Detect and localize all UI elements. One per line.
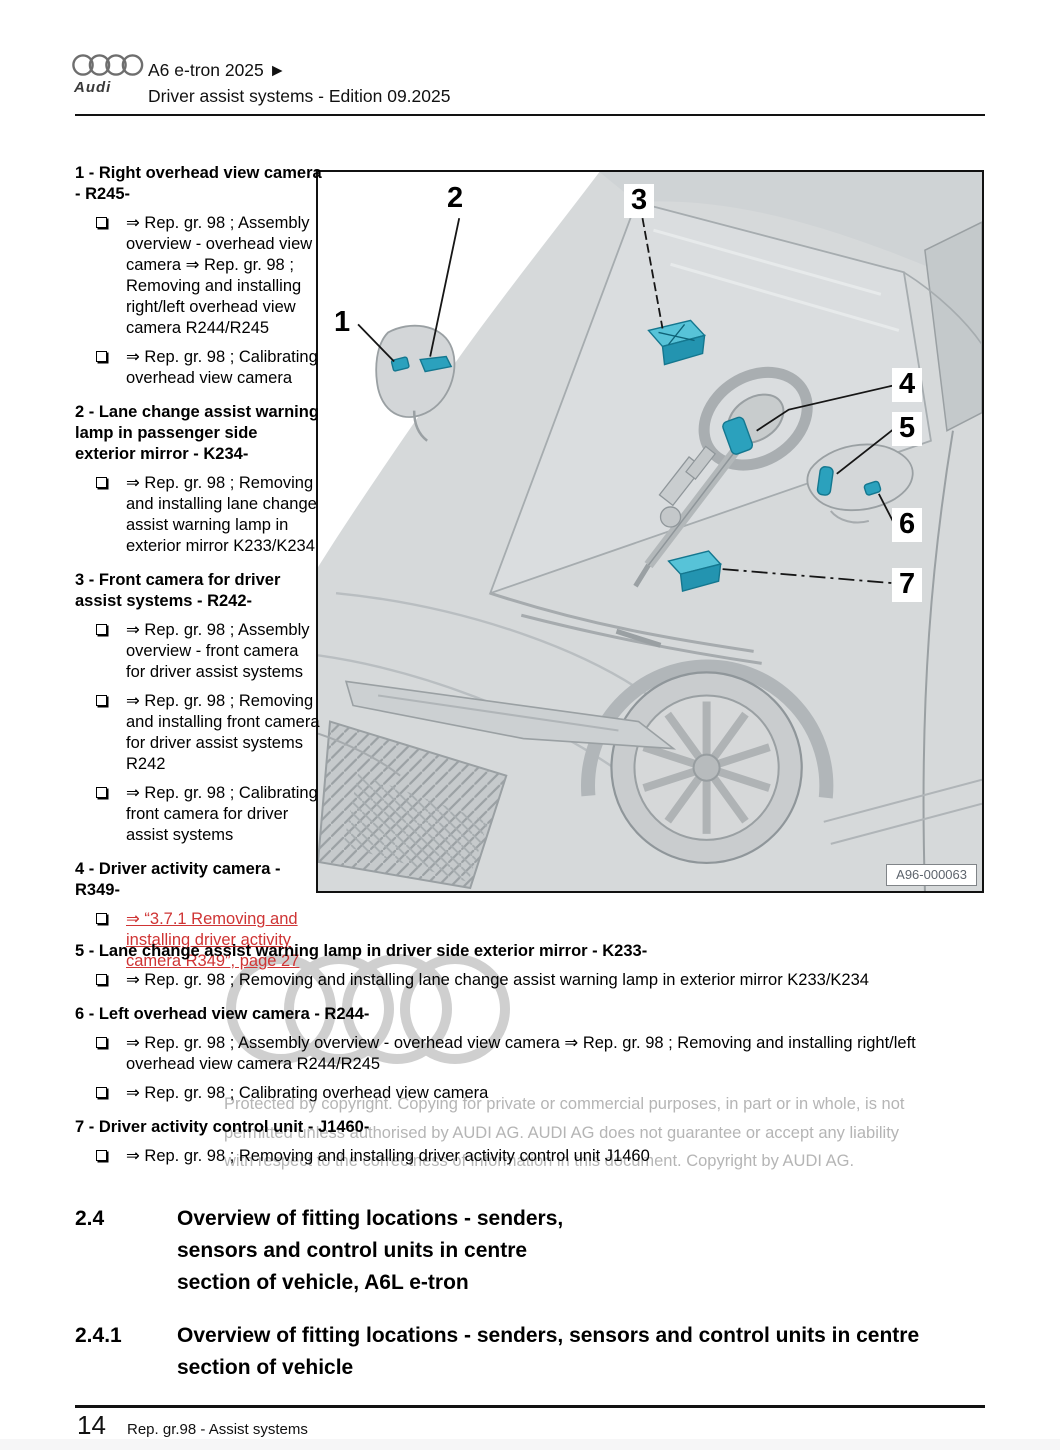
checkbox-icon: [96, 477, 107, 488]
bullet-text: ⇒ Rep. gr. 98 ; Assembly overview - fron…: [126, 621, 310, 681]
legend-item-6: 6 - Left overhead view camera - R244- ⇒ …: [75, 1004, 987, 1104]
item-5-heading: 5 - Lane change assist warning lamp in d…: [75, 942, 648, 960]
checkbox-icon: [96, 1150, 107, 1161]
audi-rings-icon: [72, 54, 144, 76]
checkbox-icon: [96, 974, 107, 985]
footer-page-number: 14: [77, 1410, 106, 1440]
copyright-watermark: Protected by copyright. Copying for priv…: [224, 1090, 954, 1176]
cross-reference-link[interactable]: ⇒ “3.7.1 Removing and installing driver …: [126, 910, 300, 970]
item-7-heading: 7 - Driver activity control unit - J1460…: [75, 1118, 370, 1136]
section-number-2-4: 2.4: [75, 1207, 105, 1230]
item-1-heading: 1 - Right overhead view camera - R245-: [75, 164, 322, 203]
bullet-text: ⇒ Rep. gr. 98 ; Assembly overview - over…: [126, 1034, 916, 1073]
audi-logo: Audi: [72, 52, 144, 96]
item-2-heading: 2 - Lane change assist warning lamp in p…: [75, 403, 319, 463]
item-3-heading: 3 - Front camera for driver assist syste…: [75, 571, 281, 610]
legend-item-1: 1 - Right overhead view camera - R245- ⇒…: [75, 163, 322, 389]
checkbox-icon: [96, 1087, 107, 1098]
bullet-text: ⇒ Rep. gr. 98 ; Removing and installing …: [126, 971, 869, 989]
header-title-line1: A6 e-tron 2025 ►: [148, 60, 286, 80]
bullet-text: ⇒ Rep. gr. 98 ; Calibrating front camera…: [126, 784, 318, 844]
bullet-text: ⇒ Rep. gr. 98 ; Calibrating overhead vie…: [126, 1084, 489, 1102]
figure-callout-5: 5: [892, 412, 923, 446]
checkbox-icon: [96, 624, 107, 635]
header-title-line2: Driver assist systems - Edition 09.2025: [148, 86, 451, 106]
list-item: ⇒ Rep. gr. 98 ; Removing and installing …: [96, 970, 987, 991]
watermark-audi-rings-icon: [226, 954, 510, 1064]
legend-item-4: 4 - Driver activity camera - R349- ⇒ “3.…: [75, 859, 322, 972]
checkbox-icon: [96, 787, 107, 798]
legend-wide-column: 5 - Lane change assist warning lamp in d…: [75, 941, 987, 1175]
figure-callout-2: 2: [447, 182, 464, 214]
list-item: ⇒ Rep. gr. 98 ; Calibrating overhead vie…: [96, 347, 322, 389]
legend-item-5: 5 - Lane change assist warning lamp in d…: [75, 941, 987, 991]
watermark-line: permitted unless authorised by AUDI AG. …: [224, 1123, 900, 1142]
watermark-line: Protected by copyright. Copying for priv…: [224, 1095, 905, 1113]
audi-wordmark: Audi: [74, 79, 112, 96]
figure-callout-4: 4: [892, 368, 923, 402]
header-title: A6 e-tron 2025 ► Driver assist systems -…: [148, 57, 450, 109]
bullet-text: ⇒ Rep. gr. 98 ; Removing and installing …: [126, 474, 317, 555]
page-edge: [0, 1439, 1060, 1450]
figure-callout-1: 1: [334, 306, 351, 338]
legend-item-7: 7 - Driver activity control unit - J1460…: [75, 1117, 987, 1167]
section-title-2-4-1: Overview of fitting locations - senders,…: [177, 1324, 920, 1379]
list-item: ⇒ Rep. gr. 98 ; Calibrating front camera…: [96, 783, 322, 846]
list-item: ⇒ Rep. gr. 98 ; Assembly overview - fron…: [96, 620, 322, 683]
section-number-2-4-1: 2.4.1: [75, 1324, 122, 1347]
bullet-text: ⇒ Rep. gr. 98 ; Assembly overview - over…: [126, 214, 313, 337]
legend-item-2: 2 - Lane change assist warning lamp in p…: [75, 402, 322, 557]
bullet-text: ⇒ Rep. gr. 98 ; Calibrating overhead vie…: [126, 348, 318, 387]
checkbox-icon: [96, 1037, 107, 1048]
list-item: ⇒ “3.7.1 Removing and installing driver …: [96, 909, 322, 972]
list-item: ⇒ Rep. gr. 98 ; Removing and installing …: [96, 473, 322, 557]
checkbox-icon: [96, 351, 107, 362]
legend-left-column: 1 - Right overhead view camera - R245- ⇒…: [75, 163, 322, 980]
list-item: ⇒ Rep. gr. 98 ; Assembly overview - over…: [96, 213, 322, 339]
list-item: ⇒ Rep. gr. 98 ; Calibrating overhead vie…: [96, 1083, 987, 1104]
list-item: ⇒ Rep. gr. 98 ; Assembly overview - over…: [96, 1033, 987, 1075]
checkbox-icon: [96, 217, 107, 228]
list-item: ⇒ Rep. gr. 98 ; Removing and installing …: [96, 1146, 987, 1167]
footer-divider: [75, 1405, 985, 1408]
figure-callout-3: 3: [624, 184, 655, 218]
car-illustration: [318, 172, 982, 891]
bullet-text: ⇒ Rep. gr. 98 ; Removing and installing …: [126, 692, 320, 773]
figure-reference-label: A96-000063: [886, 864, 977, 886]
item-6-heading: 6 - Left overhead view camera - R244-: [75, 1005, 370, 1023]
checkbox-icon: [96, 695, 107, 706]
checkbox-icon: [96, 913, 107, 924]
car-figure: 1 2 3 4 5 6 7 A96-000063: [316, 170, 984, 893]
figure-callout-7: 7: [892, 568, 923, 602]
section-title-2-4: Overview of fitting locations - senders,…: [177, 1207, 564, 1294]
legend-item-3: 3 - Front camera for driver assist syste…: [75, 570, 322, 846]
bullet-text: ⇒ Rep. gr. 98 ; Removing and installing …: [126, 1147, 650, 1165]
figure-callout-6: 6: [892, 508, 923, 542]
item-4-heading: 4 - Driver activity camera - R349-: [75, 860, 281, 899]
footer-text: Rep. gr.98 - Assist systems: [127, 1421, 308, 1438]
watermark-line: with respect to the correctness of infor…: [224, 1152, 855, 1170]
list-item: ⇒ Rep. gr. 98 ; Removing and installing …: [96, 691, 322, 775]
header-divider: [75, 114, 985, 117]
